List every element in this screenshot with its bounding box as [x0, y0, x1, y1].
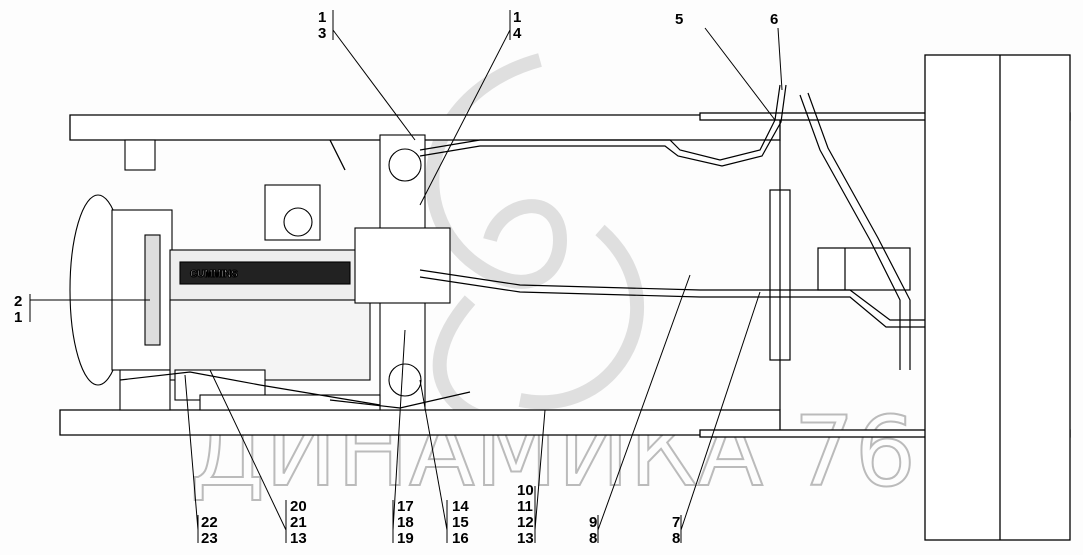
callout-1-4-b: 4	[513, 25, 522, 42]
engine-brand-label: CUMMINS	[190, 269, 238, 280]
pipelines	[119, 84, 925, 409]
engine-assembly: CUMMINS	[69, 134, 451, 411]
cross-member	[769, 140, 911, 410]
callout-19: 19	[397, 530, 414, 547]
callout-9: 9	[589, 514, 597, 531]
callout-18: 18	[397, 514, 414, 531]
callout-11: 11	[517, 498, 533, 515]
callout-1-3-b: 3	[318, 25, 326, 42]
callout-15: 15	[452, 514, 469, 531]
callout-2-1-b: 1	[14, 309, 22, 326]
callout-6: 6	[770, 11, 778, 28]
callout-14: 14	[452, 498, 469, 515]
callout-20: 20	[290, 498, 307, 515]
callout-8a: 8	[589, 530, 597, 547]
callout-7: 7	[672, 514, 680, 531]
callout-labels: 1 3 1 4 5 6 2 1 22 23 20 21 13 17 18 19 …	[14, 9, 778, 547]
callout-1-4-a: 1	[513, 9, 521, 26]
callout-21: 21	[290, 514, 307, 531]
callout-22: 22	[201, 514, 218, 531]
callout-23: 23	[201, 530, 218, 547]
callout-12: 12	[517, 514, 534, 531]
callout-2-1-a: 2	[14, 293, 22, 310]
callout-10: 10	[517, 482, 534, 499]
rear-body-block	[924, 54, 1071, 541]
callout-5: 5	[675, 11, 683, 28]
callout-8b: 8	[672, 530, 680, 547]
callout-13b: 13	[517, 530, 534, 547]
callout-13a: 13	[290, 530, 307, 547]
leader-lines	[29, 10, 783, 543]
callout-16: 16	[452, 530, 469, 547]
callout-1-3-a: 1	[318, 9, 326, 26]
callout-17: 17	[397, 498, 414, 515]
